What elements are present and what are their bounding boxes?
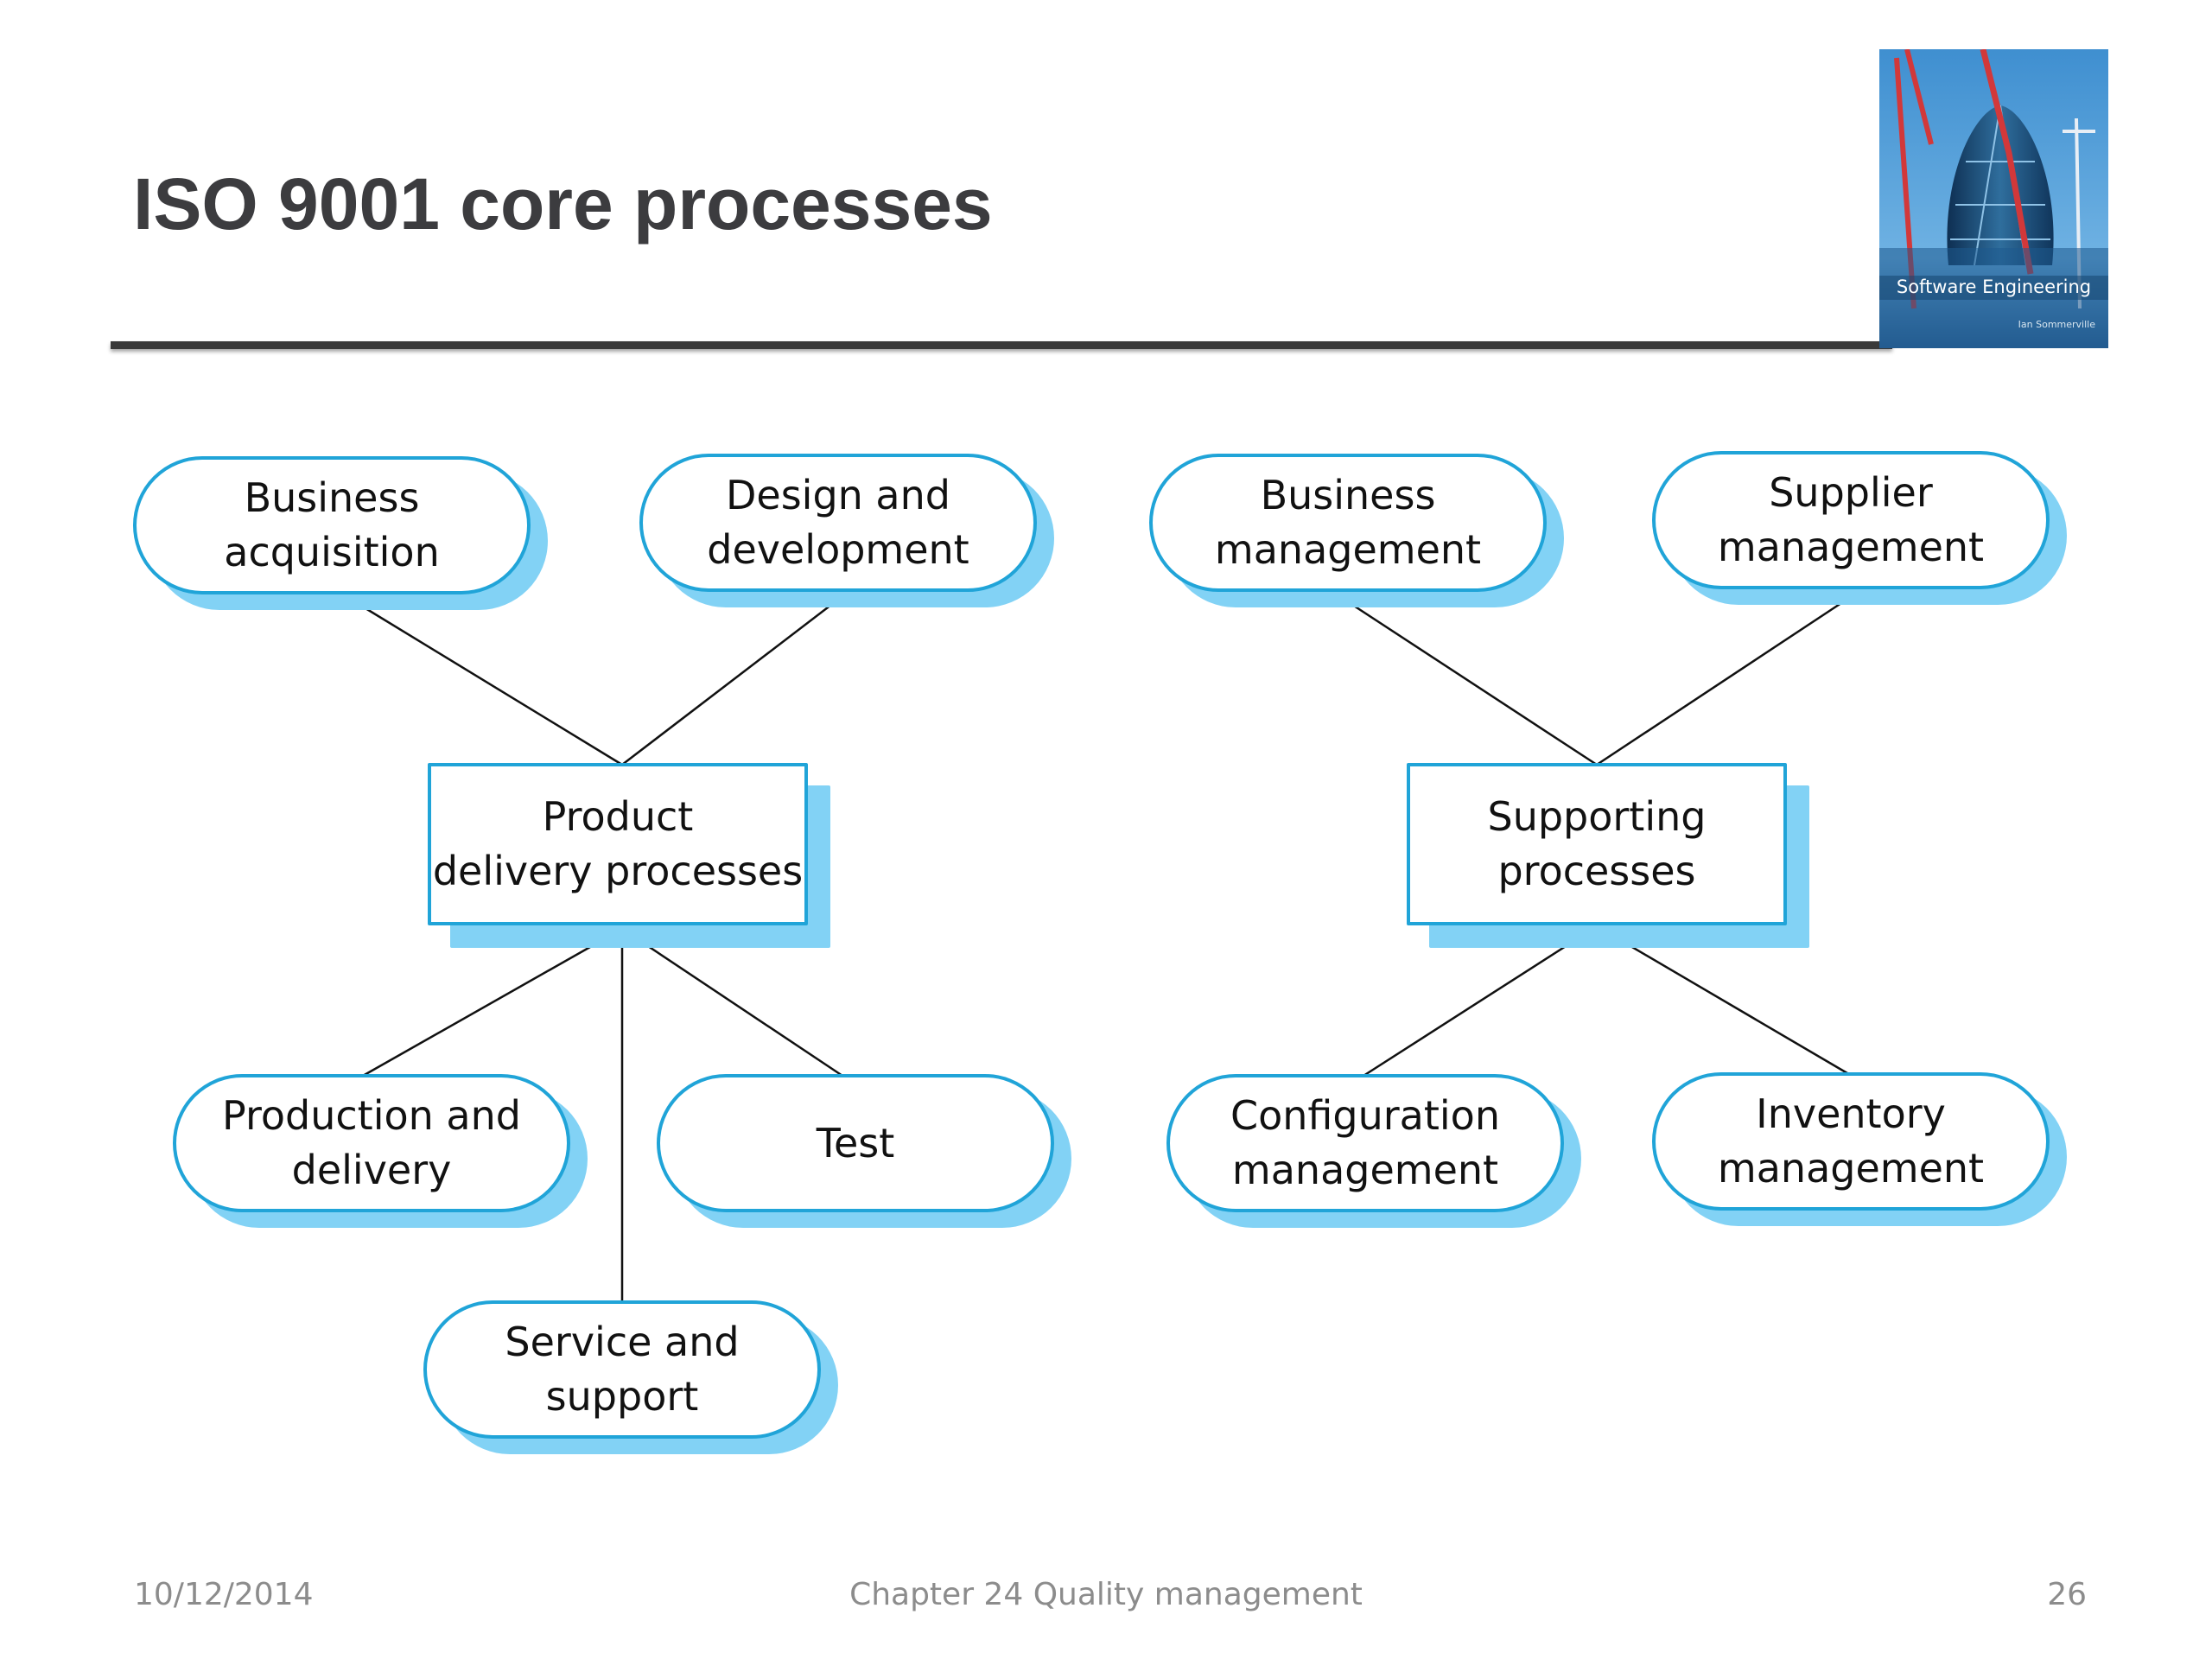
footer-page-number: 26 — [2047, 1577, 2087, 1612]
node-label: Business management — [1214, 472, 1482, 573]
cover-author: Ian Sommerville — [2018, 319, 2095, 330]
book-cover-image: Software Engineering Ian Sommerville — [1879, 49, 2108, 348]
node-label: Business acquisition — [224, 474, 440, 575]
node-label: Configuration management — [1230, 1092, 1500, 1193]
node-label: Test — [816, 1119, 895, 1166]
node-label: Product delivery processes — [432, 793, 804, 894]
connector-line — [1363, 925, 1598, 1077]
node-production-and-delivery: Production and delivery — [173, 1074, 570, 1212]
connector-line — [621, 927, 843, 1077]
node-design-and-development: Design and development — [639, 454, 1037, 592]
node-business-acquisition: Business acquisition — [133, 456, 531, 594]
node-service-and-support: Service and support — [423, 1300, 821, 1439]
cover-illustration — [1879, 49, 2108, 348]
node-product-delivery-processes: Product delivery processes — [428, 763, 808, 925]
node-supporting-processes: Supporting processes — [1407, 763, 1787, 925]
connector-line — [345, 594, 623, 766]
connector-line — [1596, 925, 1853, 1077]
node-configuration-management: Configuration management — [1166, 1074, 1564, 1212]
footer-date: 10/12/2014 — [134, 1577, 314, 1612]
node-test: Test — [657, 1074, 1054, 1212]
connector-line — [362, 927, 623, 1077]
connector-line — [1596, 594, 1853, 766]
node-label: Supporting processes — [1487, 793, 1707, 894]
node-business-management: Business management — [1149, 454, 1547, 592]
title-divider — [111, 341, 1892, 349]
node-supplier-management: Supplier management — [1652, 451, 2050, 589]
cover-title: Software Engineering — [1896, 276, 2092, 297]
connector-line — [621, 595, 843, 766]
node-label: Inventory management — [1717, 1090, 1985, 1192]
node-label: Supplier management — [1717, 469, 1985, 570]
footer-chapter: Chapter 24 Quality management — [849, 1577, 1363, 1612]
node-label: Design and development — [707, 472, 969, 573]
node-label: Production and delivery — [222, 1092, 521, 1193]
node-inventory-management: Inventory management — [1652, 1072, 2050, 1211]
slide-title: ISO 9001 core processes — [133, 163, 993, 245]
connector-line — [1338, 594, 1598, 766]
node-label: Service and support — [505, 1319, 740, 1420]
